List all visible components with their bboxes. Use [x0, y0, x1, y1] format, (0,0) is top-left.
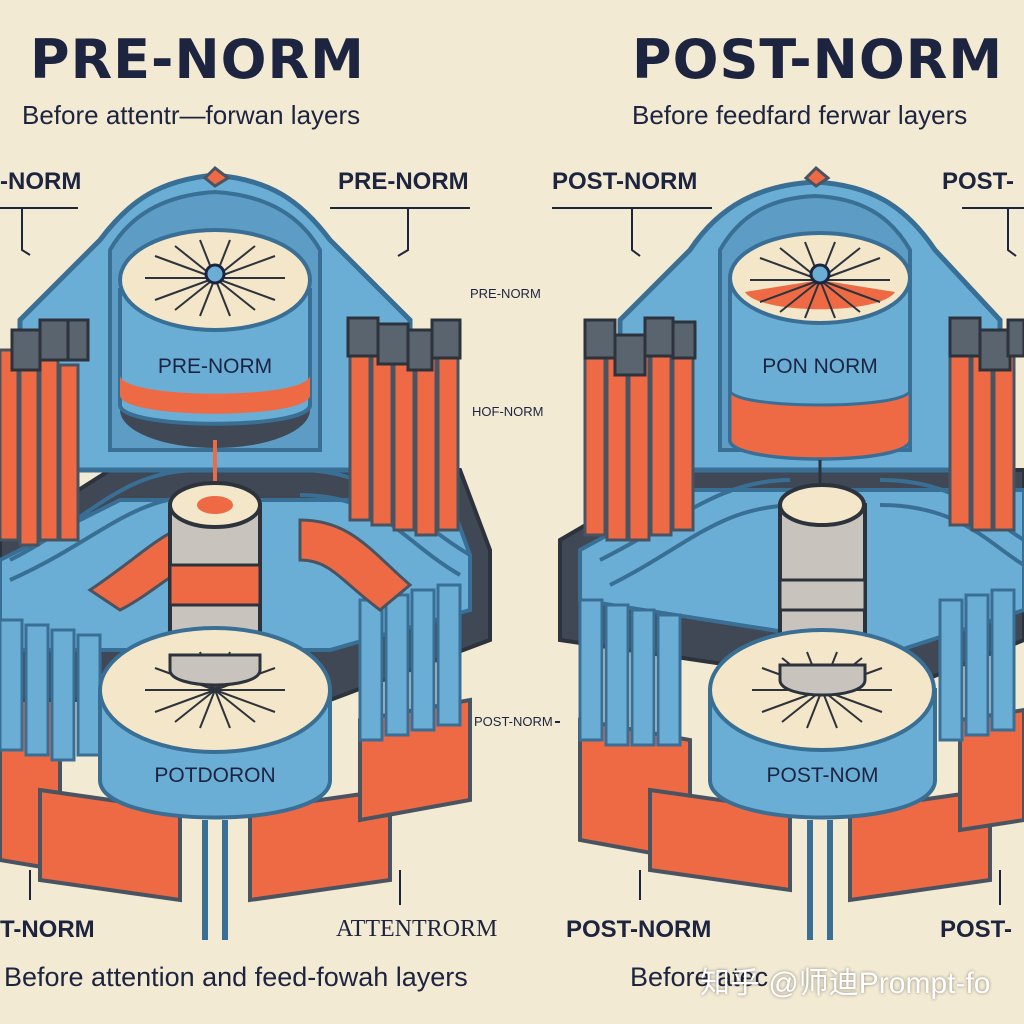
left-bottom-text: Before attention and feed-fowah layers [4, 962, 468, 992]
left-subtitle: Before attentr—forwan layers [22, 100, 361, 130]
right-callout-bottom-right: POST- [940, 916, 1013, 943]
left-base-label: POTDORON [154, 764, 276, 787]
left-diagram [0, 166, 492, 940]
right-title: POST-NORM [632, 28, 1004, 91]
right-block-label: PON NORM [762, 355, 878, 378]
right-callout-top-left: POST-NORM [552, 168, 698, 195]
right-callout-bottom-left: POST-NORM [566, 916, 712, 943]
middle-label-1: PRE-NORM [470, 286, 541, 301]
watermark: 知乎 @师迪Prompt-fo [700, 967, 991, 1000]
right-diagram [552, 165, 1024, 940]
left-callout-bottom-right: ATTENTRORM [336, 916, 498, 942]
right-bottom-text: Before atec [630, 962, 769, 992]
left-callout-top-left: -NORM [0, 168, 82, 195]
right-subtitle: Before feedfard ferwar layers [632, 100, 968, 130]
left-block-label: PRE-NORM [157, 355, 273, 378]
right-base-label: POST-NOM [766, 764, 879, 787]
left-callout-bottom-left: T-NORM [0, 916, 95, 943]
left-callout-top-right: PRE-NORM [338, 168, 469, 195]
middle-label-3: POST-NORM [472, 714, 555, 729]
right-callout-top-right: POST- [942, 168, 1015, 195]
middle-label-2: HOF-NORM [472, 404, 544, 419]
left-title: PRE-NORM [30, 28, 365, 91]
